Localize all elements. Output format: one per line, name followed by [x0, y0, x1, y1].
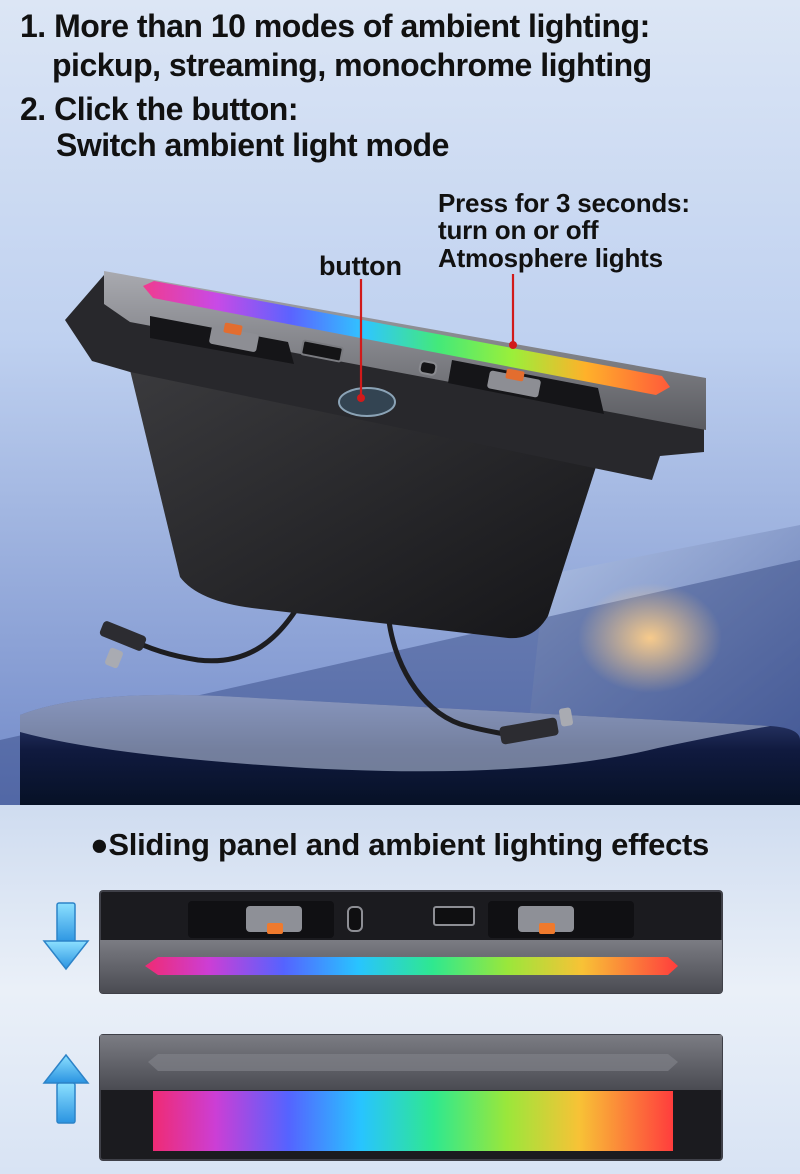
right-bay-plug [487, 370, 541, 398]
closed-usb-c-port [347, 906, 363, 932]
warm-light-glow [578, 583, 722, 693]
press-callout: Press for 3 seconds: turn on or off Atmo… [438, 188, 690, 273]
panel-open [99, 1034, 723, 1161]
rainbow-light-strip [143, 281, 670, 395]
left-bay-plug [209, 326, 259, 352]
button-callout-dot [357, 394, 365, 402]
cable-left [125, 597, 305, 664]
press-callout-line-2: turn on or off [438, 215, 599, 246]
usb-a-port [300, 339, 344, 363]
panel-closed [99, 890, 723, 994]
pedestal-rim [20, 694, 770, 772]
light-callout-dot [509, 341, 517, 349]
intro-line-2-continued: Switch ambient light mode [56, 127, 449, 163]
usb-c-plug-left [105, 647, 123, 669]
press-callout-line-1: Press for 3 seconds: [438, 188, 690, 218]
arrow-up-icon [42, 1053, 90, 1124]
top-hero-section: 1. More than 10 modes of ambient lightin… [0, 0, 800, 805]
connector-right [499, 717, 559, 745]
press-callout-line-3: Atmosphere lights [438, 242, 663, 273]
left-bay-tab [223, 322, 243, 336]
arrow-down-icon [42, 902, 90, 971]
open-rainbow-panel [153, 1091, 673, 1151]
intro-line-1: 1. More than 10 modes of ambient lightin… [20, 8, 650, 44]
bottom-demo-section: ●Sliding panel and ambient lighting effe… [0, 805, 800, 1174]
hero-scene [0, 271, 800, 805]
sliding-panel-demo [42, 890, 723, 1161]
usb-c-plug-right [559, 707, 573, 727]
intro-line-2: 2. Click the button: [20, 91, 299, 127]
connector-left [99, 621, 147, 651]
section-title: ●Sliding panel and ambient lighting effe… [90, 827, 709, 862]
button-callout-label: button [319, 251, 402, 281]
ambient-light-button[interactable] [338, 387, 396, 417]
open-dimmed-strip [148, 1054, 678, 1071]
intro-line-1-continued: pickup, streaming, monochrome lighting [52, 47, 652, 83]
right-bay-tab [505, 368, 525, 382]
usb-c-port [418, 360, 438, 376]
closed-usb-a-port [433, 906, 475, 926]
closed-rainbow-strip [145, 957, 678, 975]
